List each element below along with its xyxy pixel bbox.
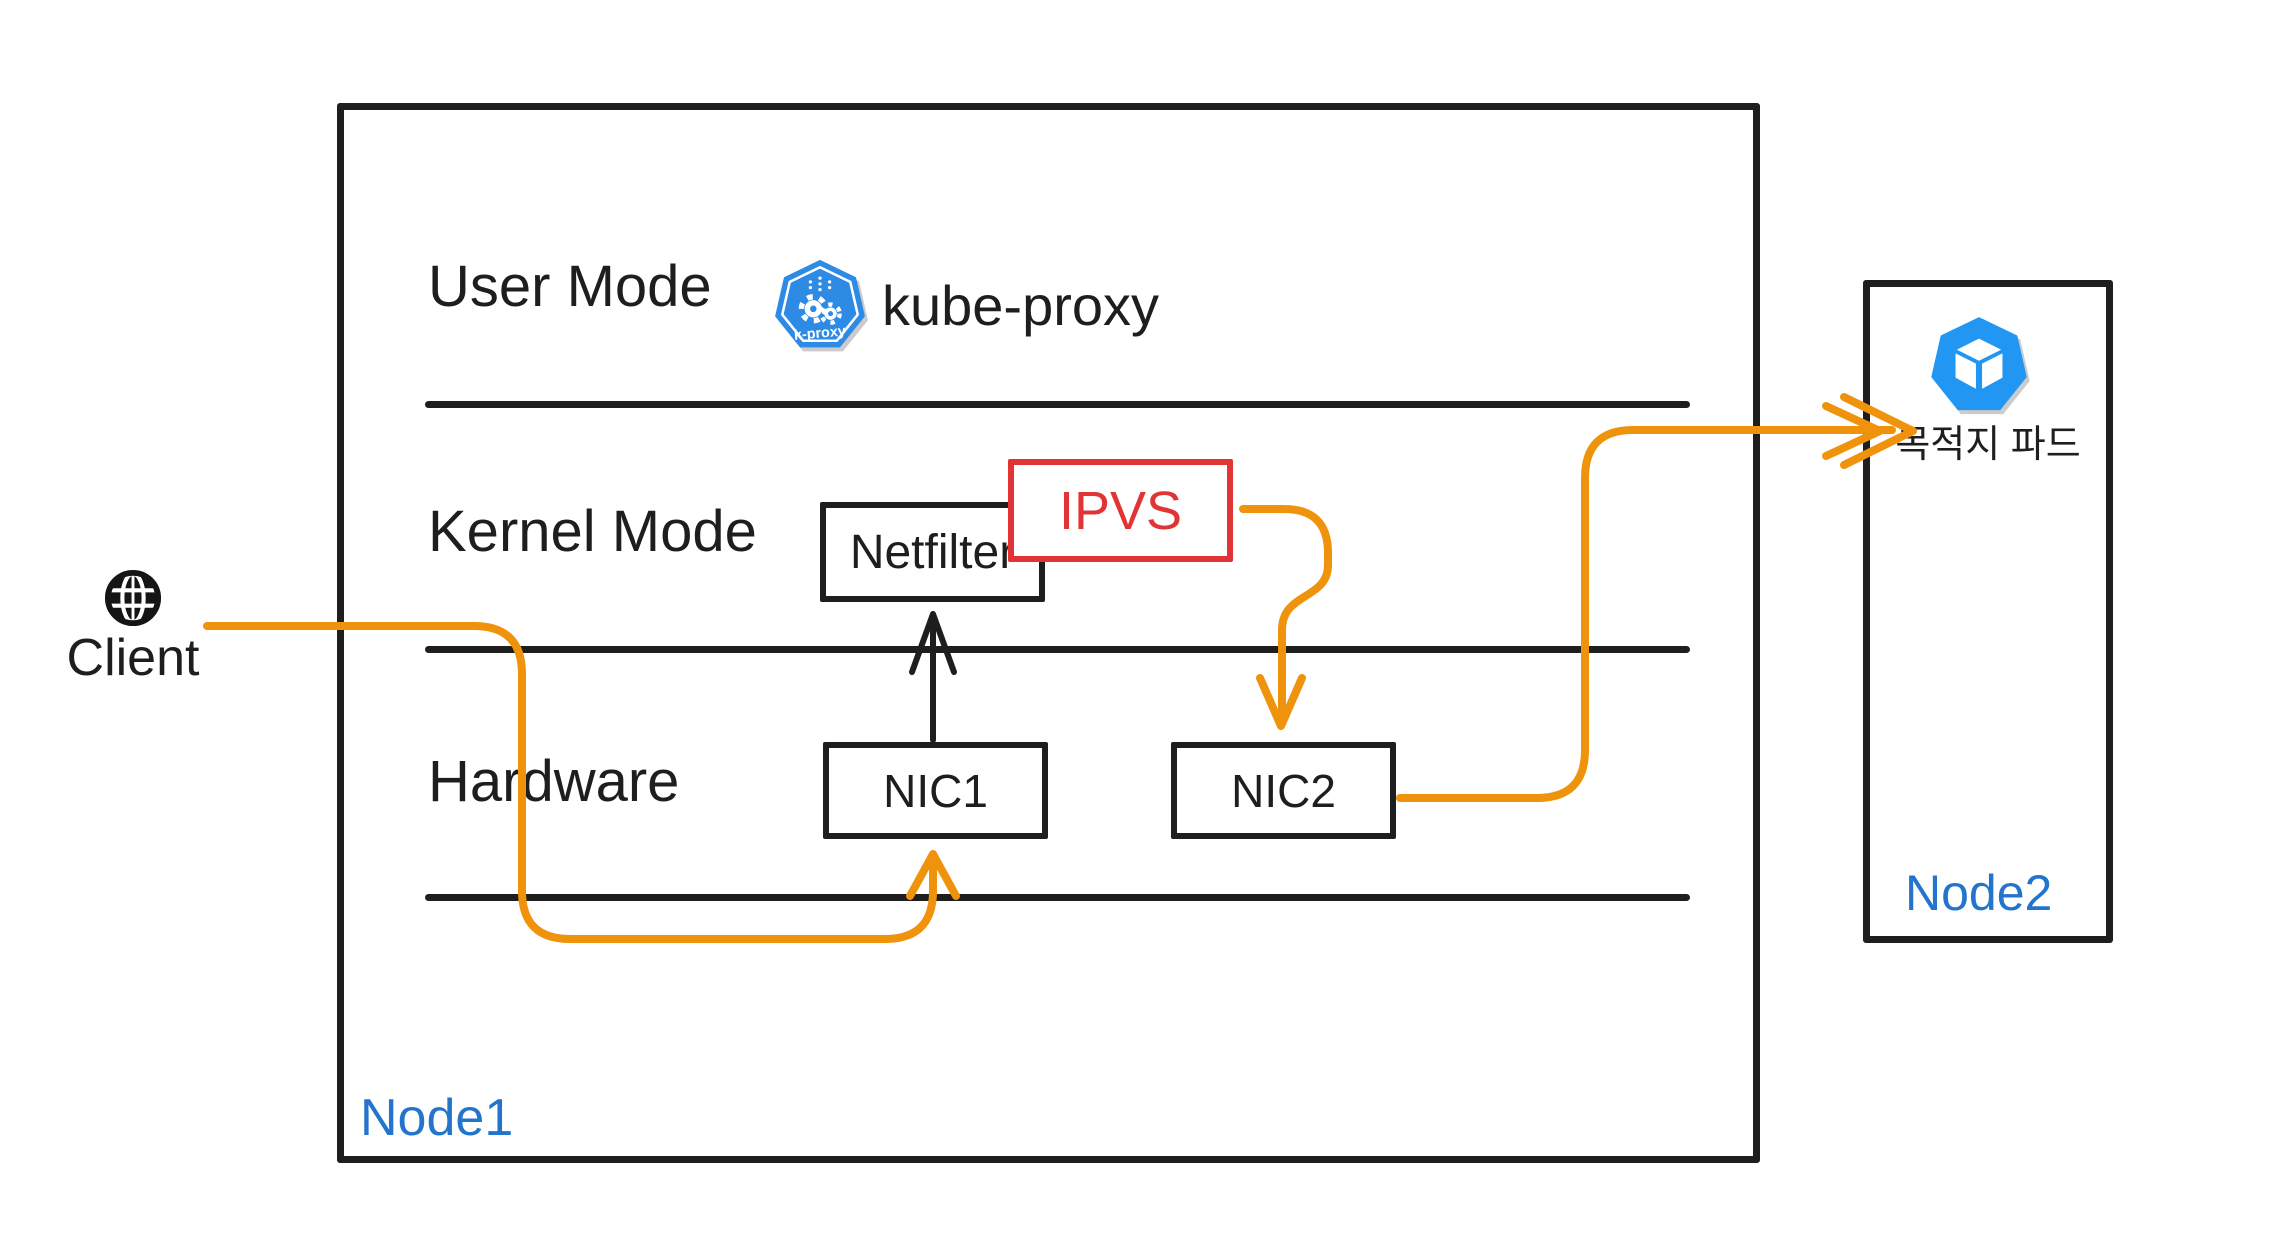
kube-proxy-label: kube-proxy	[882, 274, 1160, 337]
kernel-mode-label: Kernel Mode	[428, 499, 757, 564]
divider-hardware-bottom	[425, 894, 1690, 901]
kube-proxy-icon-text: k-proxy	[793, 323, 846, 343]
node2-label: Node2	[1905, 865, 2053, 921]
ipvs-box: IPVS	[1008, 459, 1233, 562]
divider-user-kernel	[425, 401, 1690, 408]
pod-icon	[1931, 317, 2027, 411]
divider-kernel-hardware	[425, 646, 1690, 653]
node1-label: Node1	[360, 1089, 514, 1147]
hardware-label: Hardware	[428, 749, 680, 814]
nic1-box: NIC1	[823, 742, 1048, 839]
client-label: Client	[66, 629, 200, 687]
destination-pod-label: 목적지 파드	[1895, 424, 2081, 466]
user-mode-label: User Mode	[428, 254, 712, 319]
nic2-box: NIC2	[1171, 742, 1396, 839]
globe-icon	[104, 569, 162, 627]
kube-proxy-icon: k-proxy	[775, 259, 865, 348]
